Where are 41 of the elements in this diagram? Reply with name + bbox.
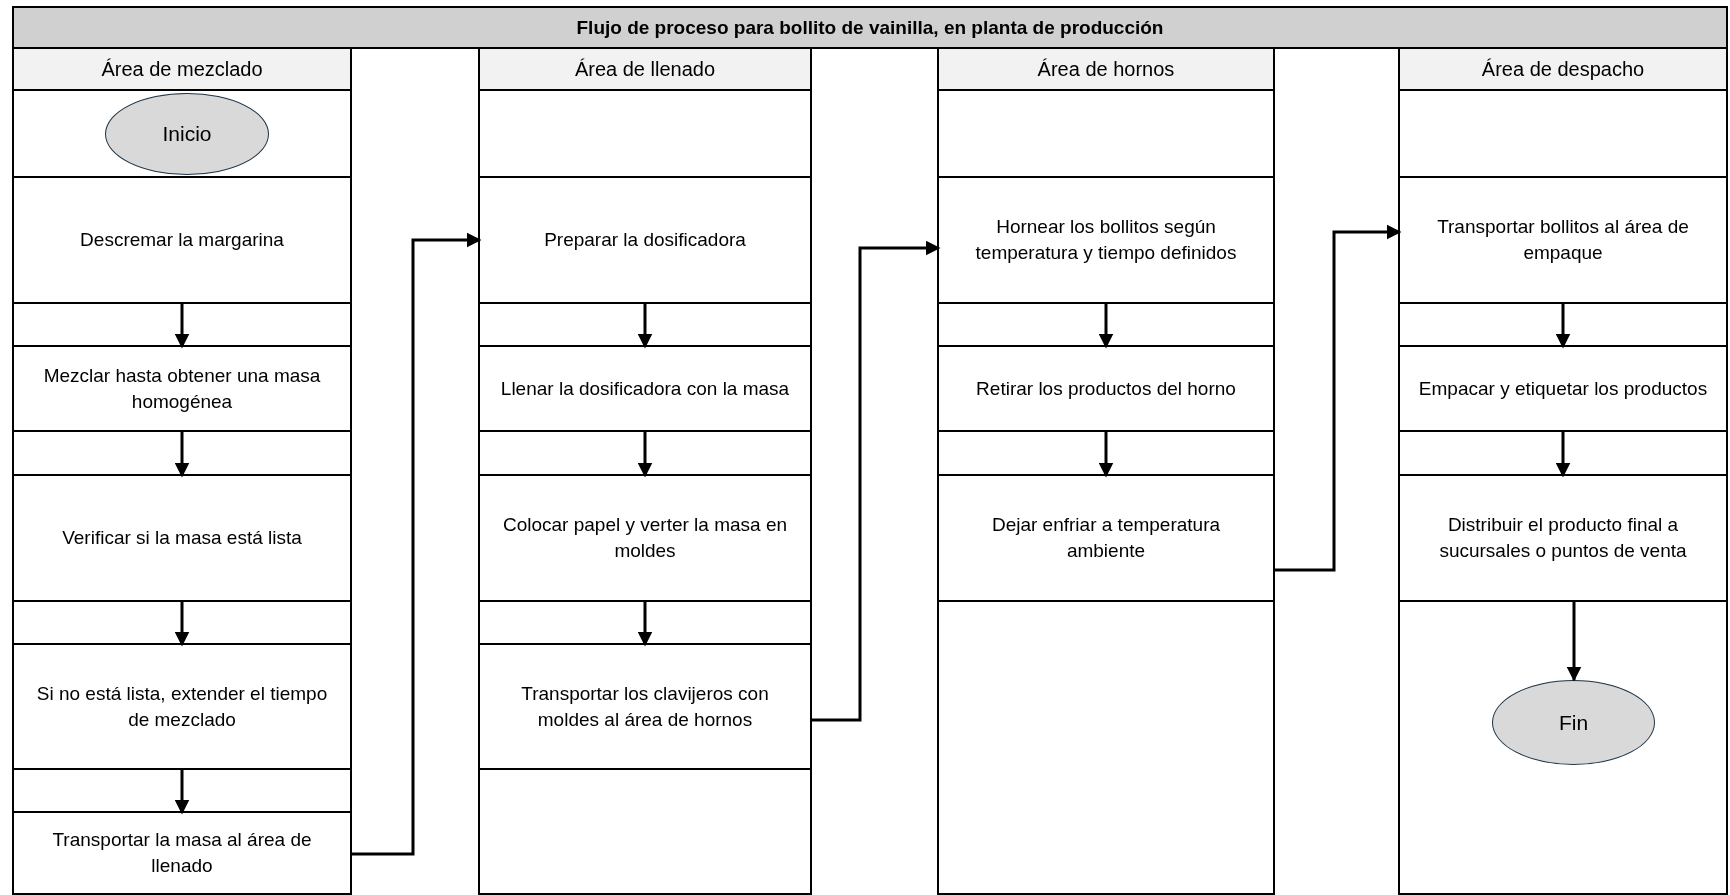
arrow [637,430,653,478]
terminal-ellipse: Inicio [105,93,269,175]
process-step: Colocar papel y verter la masa en moldes [480,476,810,600]
diagram-title: Flujo de proceso para bollito de vainilla, en planta de producción [12,6,1728,49]
arrow [1098,302,1114,349]
terminal-ellipse: Fin [1492,680,1655,765]
arrow [174,768,190,815]
process-step: Distribuir el producto final a sucursales o puntos de venta [1400,476,1726,600]
process-step: Transportar bollitos al área de empaque [1400,178,1726,302]
arrow [350,232,482,856]
swimlane [478,49,812,895]
swimlane [937,49,1275,895]
arrow [1098,430,1114,478]
process-step: Verificar si la masa está lista [14,476,350,600]
arrow [174,302,190,349]
arrow [810,240,941,722]
lane-header: Área de mezclado [14,49,350,91]
arrow [174,430,190,478]
process-step: Descremar la margarina [14,178,350,302]
arrow [1273,224,1402,572]
swimlane [12,49,352,895]
lane-header: Área de hornos [939,49,1273,91]
process-step: Hornear los bollitos según temperatura y tiempo definidos [939,178,1273,302]
process-step: Llenar la dosificadora con la masa [480,347,810,430]
process-step: Mezclar hasta obtener una masa homogénea [14,347,350,430]
process-step: Empacar y etiquetar los productos [1400,347,1726,430]
arrow [174,600,190,647]
arrow [637,302,653,349]
arrow [1555,430,1571,478]
lane-header: Área de llenado [480,49,810,91]
process-step: Retirar los productos del horno [939,347,1273,430]
process-step: Transportar los clavijeros con moldes al área de hornos [480,645,810,768]
lane-header: Área de despacho [1400,49,1726,91]
process-step: Transportar la masa al área de llenado [14,813,350,893]
arrow [1566,600,1582,682]
process-step: Dejar enfriar a temperatura ambiente [939,476,1273,600]
process-step: Si no está lista, extender el tiempo de mezclado [14,645,350,768]
arrow [1555,302,1571,349]
arrow [637,600,653,647]
process-step: Preparar la dosificadora [480,178,810,302]
swimlane [1398,49,1728,895]
